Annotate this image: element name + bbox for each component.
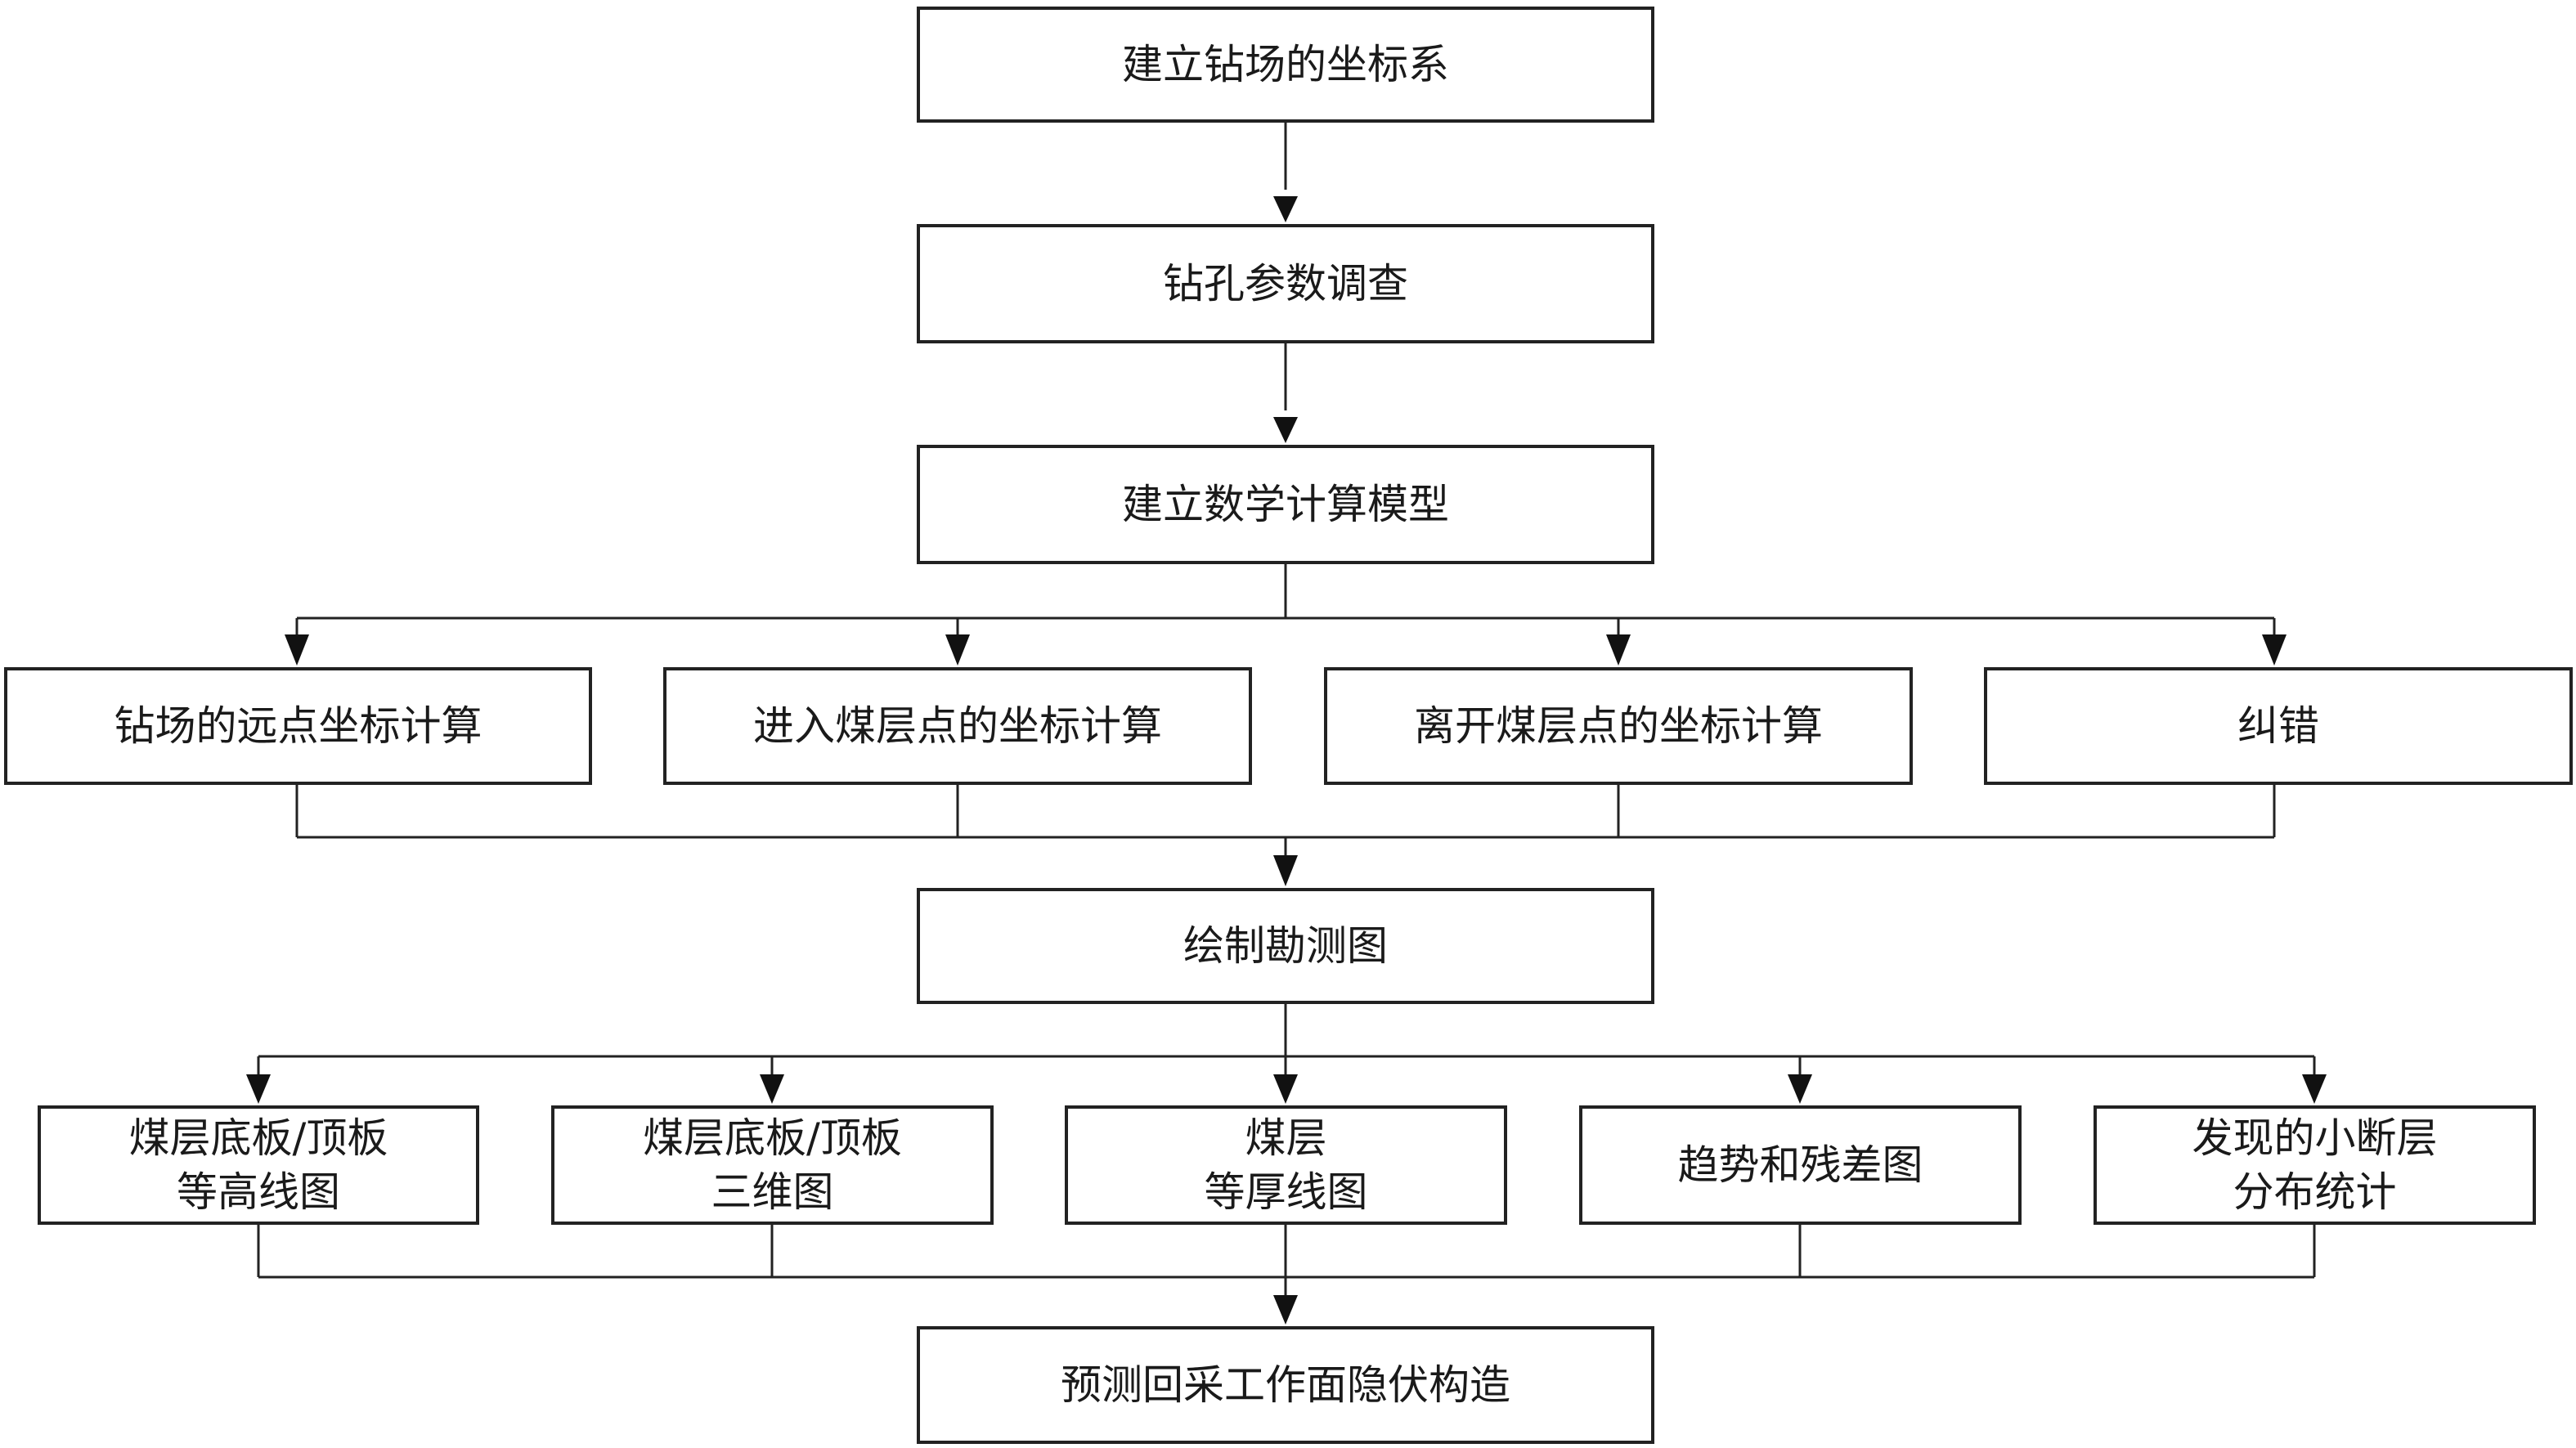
output-contour-map-box: 煤层底板/顶板 等高线图 — [38, 1105, 479, 1225]
arrowhead-s5 — [1273, 855, 1298, 886]
arrowhead-out3 — [1273, 1074, 1298, 1104]
output-trend-residual-label: 趋势和残差图 — [1677, 1141, 1923, 1189]
output-isopach-map-line2: 等厚线图 — [1204, 1168, 1368, 1216]
step-borehole-survey-label: 钻孔参数调查 — [1163, 260, 1408, 307]
output-3d-map-box: 煤层底板/顶板 三维图 — [551, 1105, 994, 1225]
step-draw-map-box: 绘制勘测图 — [917, 888, 1654, 1004]
calc-far-point-box: 钻场的远点坐标计算 — [4, 667, 592, 785]
output-fault-stats-line2: 分布统计 — [2233, 1168, 2397, 1216]
calc-seam-entry-label: 进入煤层点的坐标计算 — [753, 702, 1162, 750]
arrowhead-calc3 — [1606, 634, 1631, 666]
output-trend-residual-box: 趋势和残差图 — [1579, 1105, 2022, 1225]
arrowhead-calc1 — [285, 634, 309, 666]
calc-seam-entry-box: 进入煤层点的坐标计算 — [663, 667, 1252, 785]
arrowhead-s2 — [1273, 196, 1298, 222]
step-predict-hidden-structures-label: 预测回采工作面隐伏构造 — [1061, 1361, 1510, 1409]
calc-seam-exit-label: 离开煤层点的坐标计算 — [1414, 702, 1823, 750]
step-math-model-label: 建立数学计算模型 — [1122, 481, 1449, 528]
output-fault-stats-line1: 发现的小断层 — [2192, 1114, 2438, 1162]
arrowhead-out4 — [1788, 1074, 1812, 1104]
step-borehole-survey-box: 钻孔参数调查 — [917, 224, 1654, 343]
step-coordinate-system-label: 建立钻场的坐标系 — [1122, 41, 1449, 88]
output-isopach-map-line1: 煤层 — [1245, 1114, 1327, 1162]
calc-seam-exit-box: 离开煤层点的坐标计算 — [1324, 667, 1913, 785]
step-math-model-box: 建立数学计算模型 — [917, 445, 1654, 564]
arrowhead-s3 — [1273, 417, 1298, 443]
arrowhead-out1 — [246, 1074, 271, 1104]
arrowhead-calc4 — [2262, 634, 2287, 666]
arrowhead-out2 — [760, 1074, 784, 1104]
step-coordinate-system-box: 建立钻场的坐标系 — [917, 7, 1654, 123]
output-isopach-map-box: 煤层 等厚线图 — [1065, 1105, 1507, 1225]
calc-far-point-label: 钻场的远点坐标计算 — [114, 702, 482, 750]
arrowhead-out5 — [2302, 1074, 2327, 1104]
arrowhead-calc2 — [945, 634, 970, 666]
arrowhead-s7 — [1273, 1295, 1298, 1325]
calc-error-correction-label: 纠错 — [2237, 702, 2319, 750]
output-3d-map-line2: 三维图 — [711, 1168, 834, 1216]
calc-error-correction-box: 纠错 — [1984, 667, 2573, 785]
output-contour-map-line1: 煤层底板/顶板 — [128, 1114, 388, 1162]
step-predict-hidden-structures-box: 预测回采工作面隐伏构造 — [917, 1326, 1654, 1444]
step-draw-map-label: 绘制勘测图 — [1183, 922, 1388, 970]
output-contour-map-line2: 等高线图 — [176, 1168, 340, 1216]
output-3d-map-line1: 煤层底板/顶板 — [643, 1114, 902, 1162]
output-fault-stats-box: 发现的小断层 分布统计 — [2094, 1105, 2536, 1225]
